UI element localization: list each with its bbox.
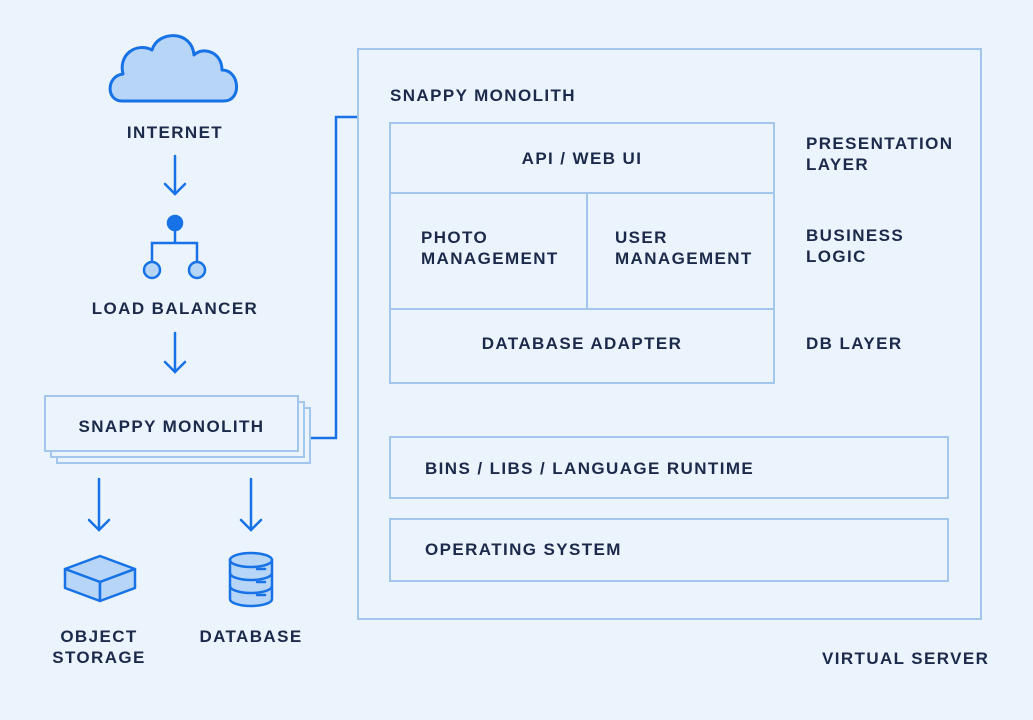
load-balancer-label: LOAD BALANCER [91,299,259,318]
database-icon [228,551,274,608]
load-balancer-icon [142,214,207,280]
arrow-down-icon [87,477,111,532]
internet-label: INTERNET [126,123,224,142]
photo-management-label: PHOTO MANAGEMENT [421,228,559,268]
database-label: DATABASE [199,627,303,646]
database-adapter-label: DATABASE ADAPTER [481,334,683,353]
virtual-server-box [357,48,982,620]
arrow-down-icon [239,477,263,532]
object-storage-icon [63,554,137,603]
api-web-ui-label: API / WEB UI [521,149,643,168]
arrow-down-icon [163,154,187,196]
object-storage-label: OBJECT STORAGE [52,627,146,667]
database-adapter-box [389,308,775,384]
operating-system-label: OPERATING SYSTEM [425,540,622,559]
business-logic-label: BUSINESS LOGIC [806,226,905,266]
virtual-server-label: VIRTUAL SERVER [822,649,990,668]
cloud-icon [108,34,238,103]
server-title: SNAPPY MONOLITH [390,86,576,105]
runtime-label: BINS / LIBS / LANGUAGE RUNTIME [425,459,755,478]
monolith-label: SNAPPY MONOLITH [78,417,265,436]
db-layer-label: DB LAYER [806,334,903,353]
arrow-down-icon [163,331,187,374]
operating-system-box [389,518,949,582]
user-management-label: USER MANAGEMENT [615,228,753,268]
monolith-stack-front [44,395,299,452]
presentation-layer-label: PRESENTATION LAYER [806,134,954,174]
connector-line [311,115,357,440]
runtime-box [389,436,949,499]
